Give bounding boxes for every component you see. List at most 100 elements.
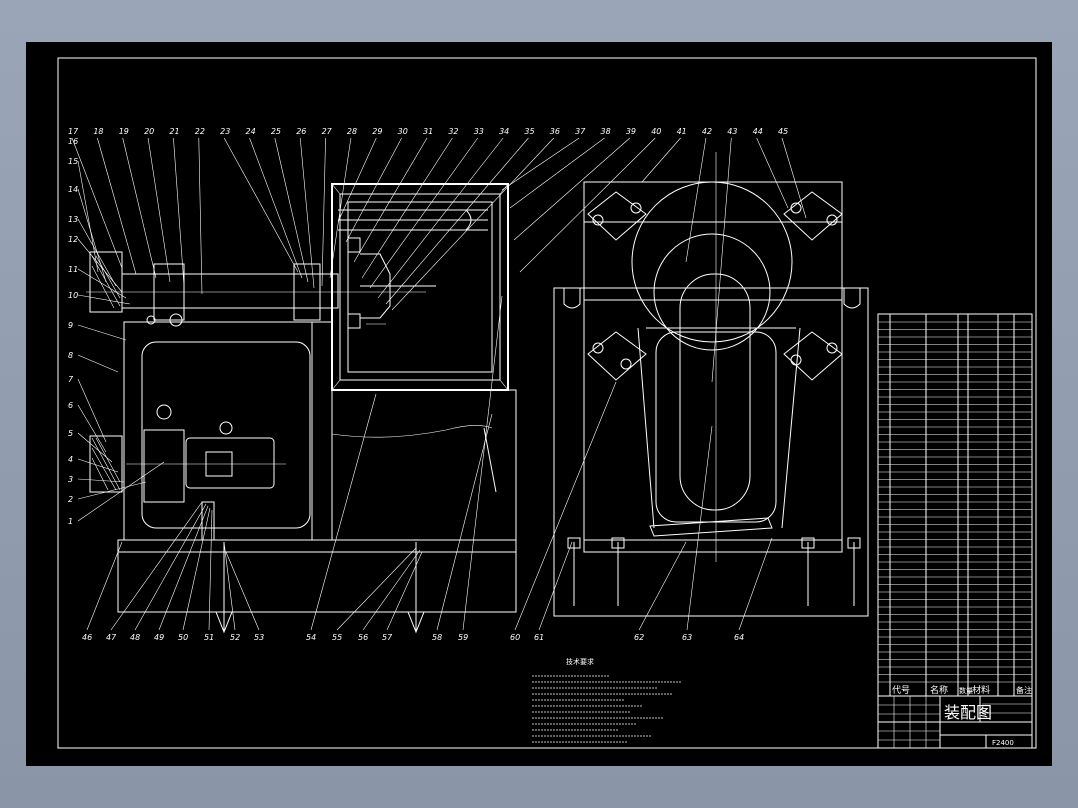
- drawing-border: [57, 57, 1037, 749]
- part-label-20: 20: [144, 127, 154, 136]
- bill-of-materials: 代号 名称 数量 材料 备注: [877, 313, 1033, 697]
- leader-line-45: [781, 137, 807, 219]
- leader-line-55: [336, 547, 417, 631]
- part-label-52: 52: [230, 633, 240, 642]
- part-label-17: 17: [68, 127, 79, 136]
- part-label-46: 46: [82, 633, 92, 642]
- bom-header-name: 名称: [930, 684, 948, 696]
- part-label-10: 10: [68, 291, 78, 300]
- leader-line-42: [685, 137, 707, 263]
- leader-line-46: [86, 541, 123, 631]
- leader-line-58: [436, 413, 493, 631]
- leader-line-53: [225, 551, 260, 631]
- leader-line-52: [223, 541, 236, 631]
- leader-line-29: [337, 137, 377, 223]
- leader-line-40: [519, 137, 656, 273]
- part-label-18: 18: [93, 127, 103, 136]
- part-label-39: 39: [626, 127, 636, 136]
- part-label-33: 33: [474, 127, 484, 136]
- part-label-41: 41: [677, 127, 687, 136]
- part-label-34: 34: [499, 127, 509, 136]
- part-label-56: 56: [358, 633, 368, 642]
- leader-line-26: [299, 137, 315, 289]
- part-label-19: 19: [119, 127, 129, 136]
- part-label-37: 37: [575, 127, 586, 136]
- part-label-35: 35: [524, 127, 534, 136]
- leader-line-28: [329, 137, 352, 279]
- part-label-28: 28: [347, 127, 357, 136]
- leader-line-7: [77, 378, 107, 443]
- leader-line-2: [77, 481, 147, 500]
- part-label-58: 58: [432, 633, 442, 642]
- leader-line-35: [385, 137, 529, 305]
- leader-line-54: [310, 393, 377, 631]
- drawing-number: F2400: [992, 739, 1014, 747]
- part-label-43: 43: [727, 127, 737, 136]
- leader-line-39: [513, 137, 631, 241]
- part-label-36: 36: [550, 127, 560, 136]
- part-label-22: 22: [195, 127, 205, 136]
- part-label-60: 60: [510, 633, 520, 642]
- part-label-61: 61: [534, 633, 544, 642]
- part-label-5: 5: [68, 429, 73, 438]
- leader-line-36: [391, 137, 555, 311]
- drawing-title: 装配图: [944, 703, 992, 722]
- leader-line-60: [514, 381, 617, 631]
- bom-header-code: 代号: [892, 685, 910, 696]
- part-label-6: 6: [68, 401, 73, 410]
- leader-line-15: [77, 160, 99, 273]
- notes-heading: 技术要求: [566, 657, 594, 666]
- leader-line-59: [462, 295, 503, 631]
- leader-line-4: [77, 458, 119, 473]
- part-label-29: 29: [372, 127, 382, 136]
- part-label-51: 51: [204, 633, 214, 642]
- leader-line-21: [173, 137, 185, 287]
- part-label-48: 48: [130, 633, 140, 642]
- leader-line-33: [369, 137, 478, 289]
- part-label-13: 13: [68, 215, 78, 224]
- leader-line-13: [77, 218, 117, 287]
- leader-line-19: [122, 137, 157, 279]
- part-label-47: 47: [106, 633, 117, 642]
- leader-line-5: [77, 432, 113, 463]
- title-block: 装配图 F2400: [877, 695, 1033, 749]
- leader-line-23: [223, 137, 299, 273]
- leader-line-10: [77, 294, 131, 305]
- part-label-24: 24: [246, 127, 256, 136]
- bom-header-material: 材料: [972, 684, 990, 696]
- leader-line-11: [77, 268, 127, 299]
- part-label-9: 9: [68, 321, 73, 330]
- part-label-53: 53: [254, 633, 264, 642]
- part-label-14: 14: [68, 185, 78, 194]
- part-label-32: 32: [448, 127, 458, 136]
- part-label-63: 63: [682, 633, 692, 642]
- part-label-49: 49: [154, 633, 164, 642]
- leader-line-48: [134, 503, 207, 631]
- bom-header-quantity: 数量: [959, 686, 973, 695]
- part-label-55: 55: [332, 633, 342, 642]
- part-label-64: 64: [734, 633, 744, 642]
- leader-line-44: [756, 137, 789, 209]
- part-label-31: 31: [423, 127, 433, 136]
- part-label-50: 50: [178, 633, 188, 642]
- leader-line-18: [97, 137, 137, 275]
- part-label-3: 3: [68, 475, 73, 484]
- left-view: [86, 183, 517, 634]
- leader-line-38: [509, 137, 605, 209]
- leader-line-25: [274, 137, 309, 283]
- leader-line-3: [77, 478, 125, 483]
- leader-line-9: [77, 324, 127, 341]
- part-label-57: 57: [382, 633, 393, 642]
- part-label-27: 27: [322, 127, 333, 136]
- leader-line-6: [77, 404, 107, 453]
- part-label-12: 12: [68, 235, 78, 244]
- leader-line-61: [538, 541, 573, 631]
- part-label-30: 30: [398, 127, 408, 136]
- part-label-11: 11: [68, 265, 78, 274]
- leader-line-50: [182, 507, 211, 631]
- part-label-40: 40: [651, 127, 661, 136]
- part-label-59: 59: [458, 633, 468, 642]
- leader-line-20: [147, 137, 171, 283]
